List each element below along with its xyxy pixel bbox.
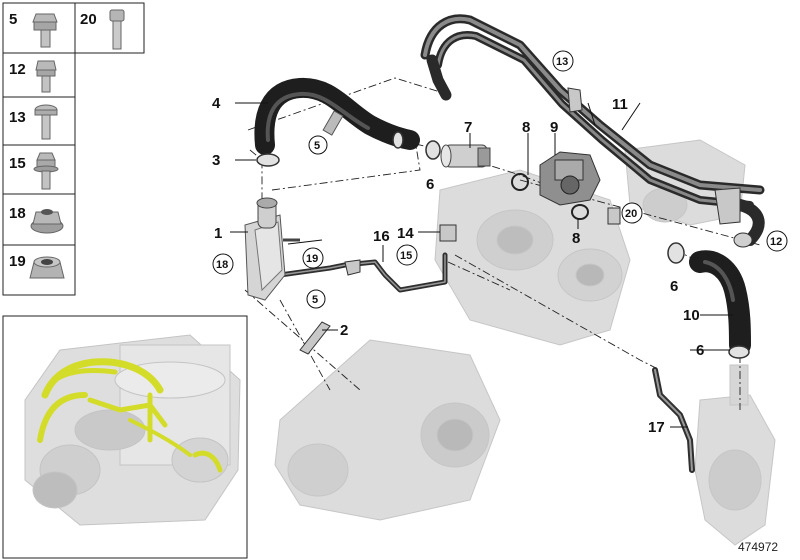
callout-19-circle (302, 247, 324, 269)
engine-block-ghost (24, 334, 241, 526)
catalytic-converter-ghost (274, 339, 501, 521)
callout-20-circle (621, 202, 643, 224)
callout-5: 5 (314, 140, 320, 152)
callout-labels: 4 3 1 2 5 5 6 6 6 7 8 8 9 10 11 12 13 14… (212, 50, 788, 436)
fastener-number: 13 (9, 109, 26, 126)
callout-19-leader (287, 239, 323, 245)
callout-1: 1 (214, 225, 222, 242)
callout-6: 6 (696, 342, 704, 359)
lower-turbo-ghost (694, 364, 776, 546)
callout-4: 4 (212, 95, 221, 112)
fastener-number: 20 (80, 11, 97, 28)
valve-9 (539, 151, 601, 206)
callout-6: 6 (426, 176, 434, 193)
callout-20: 20 (625, 208, 637, 220)
callout-2: 2 (340, 322, 348, 339)
fitting-12 (733, 232, 753, 248)
callout-13: 13 (556, 56, 568, 68)
callout-19: 19 (306, 253, 318, 265)
fastener-number: 5 (9, 11, 17, 28)
coolant-pipes (277, 14, 765, 473)
callout-7: 7 (464, 119, 472, 136)
callout-12-circle (766, 230, 788, 252)
callout-5: 5 (312, 294, 318, 306)
fastener-table: 5 20 12 13 15 (2, 2, 145, 296)
hex-bolt-icon (35, 60, 57, 93)
highlighted-coolant-lines (37, 358, 223, 473)
callout-16: 16 (373, 228, 390, 245)
hose-clamps (256, 131, 750, 359)
socket-screw-icon (109, 9, 125, 50)
callout-10: 10 (683, 307, 700, 324)
reference-number: 474972 (738, 540, 778, 554)
callout-15: 15 (400, 250, 412, 262)
collar-bolt-icon (33, 152, 59, 190)
callout-3: 3 (212, 152, 220, 169)
fastener-number: 19 (9, 253, 26, 270)
fastener-number: 15 (9, 155, 26, 172)
callout-17: 17 (648, 419, 665, 436)
hex-bolt-icon (32, 13, 58, 48)
callout-5-circle (308, 135, 328, 155)
callout-14: 14 (397, 225, 414, 242)
seal-rings-8 (511, 173, 589, 220)
callout-8: 8 (572, 230, 580, 247)
fastener-number: 12 (9, 61, 26, 78)
callout-6: 6 (670, 278, 678, 295)
expansion-tank (244, 197, 300, 301)
callout-leaders (230, 102, 733, 428)
engine-overview-inset (2, 315, 248, 559)
torx-screw-icon (34, 104, 58, 140)
callout-11: 11 (612, 96, 628, 113)
hose-10 (689, 250, 751, 356)
brackets (299, 87, 741, 355)
callout-12: 12 (770, 236, 782, 248)
hose-4 (254, 77, 420, 155)
callout-8: 8 (522, 119, 530, 136)
turbocharger-ghost (434, 169, 631, 346)
callout-13-circle (552, 50, 574, 72)
fastener-number: 18 (9, 205, 26, 222)
callout-18: 18 (216, 259, 228, 271)
ghost-components (274, 139, 776, 546)
callout-18-circle (212, 253, 234, 275)
callout-5-circle (306, 289, 326, 309)
connector-7 (440, 144, 491, 168)
callout-9: 9 (550, 119, 558, 136)
hex-nut-icon (29, 256, 65, 279)
flange-nut-icon (30, 209, 64, 234)
callout-15-circle (396, 244, 418, 266)
